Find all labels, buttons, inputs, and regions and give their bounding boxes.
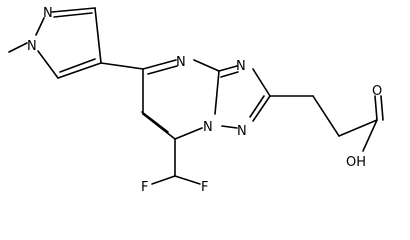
bond-c3a-n8	[214, 70, 220, 115]
bond-c-o-double-2	[380, 95, 384, 121]
bond-ch2a-ch2b	[312, 95, 340, 137]
atom-n-bridgehead: N	[203, 120, 213, 135]
bond-c2-n1t-double	[249, 95, 265, 118]
bond-n2-c3-double	[53, 12, 93, 18]
bond-pyrazole-pyrimidine	[100, 62, 144, 70]
atom-n-triazole-top: N	[236, 59, 246, 74]
bond-c-o-double-1	[374, 95, 378, 121]
bond-c3a-n3	[218, 65, 238, 72]
bond-c7-c6	[142, 113, 176, 140]
atom-n-pyrazole-top: N	[43, 6, 53, 21]
bond-n4-c3a	[193, 59, 220, 72]
atom-o-carbonyl: O	[372, 84, 382, 99]
bond-c4-c5	[57, 62, 102, 79]
bond-n3-c2	[252, 68, 271, 97]
atom-f-right: F	[201, 180, 208, 195]
bond-ch2b-cooh	[338, 119, 378, 137]
bond-n1-n2	[35, 17, 45, 36]
bond-c4-c5-double	[59, 58, 96, 73]
molecule-canvas: N N N N N N F F O OH	[8, 6, 384, 195]
bond-c5-n1	[37, 50, 59, 79]
bond-methyl-n	[8, 42, 28, 53]
atom-n-triazole-bottom: N	[237, 124, 247, 139]
atom-f-left: F	[141, 180, 148, 195]
bond-n2-c3	[51, 7, 96, 13]
molecule-structure: N N N N N N F F O OH	[8, 6, 384, 195]
bond-c3a-n3-double	[220, 71, 239, 78]
bond-c-oh	[362, 119, 378, 152]
bond-c5p-n4	[142, 59, 177, 70]
bond-n8-c7	[174, 127, 203, 140]
atom-oh-hydroxyl: OH	[346, 155, 366, 170]
atom-n-pyrazole-methyl: N	[27, 39, 37, 54]
bond-chf2-f-right	[174, 175, 201, 185]
bond-n1t-n8	[221, 125, 238, 129]
bond-c3-c4	[94, 7, 102, 64]
atom-n-pyrimidine: N	[176, 55, 186, 70]
bond-c5p-n4-double	[147, 65, 178, 75]
bond-chf2-f-left	[151, 175, 176, 185]
bond-c2-n1t	[252, 95, 271, 122]
bond-c7-c6-double	[141, 111, 169, 133]
